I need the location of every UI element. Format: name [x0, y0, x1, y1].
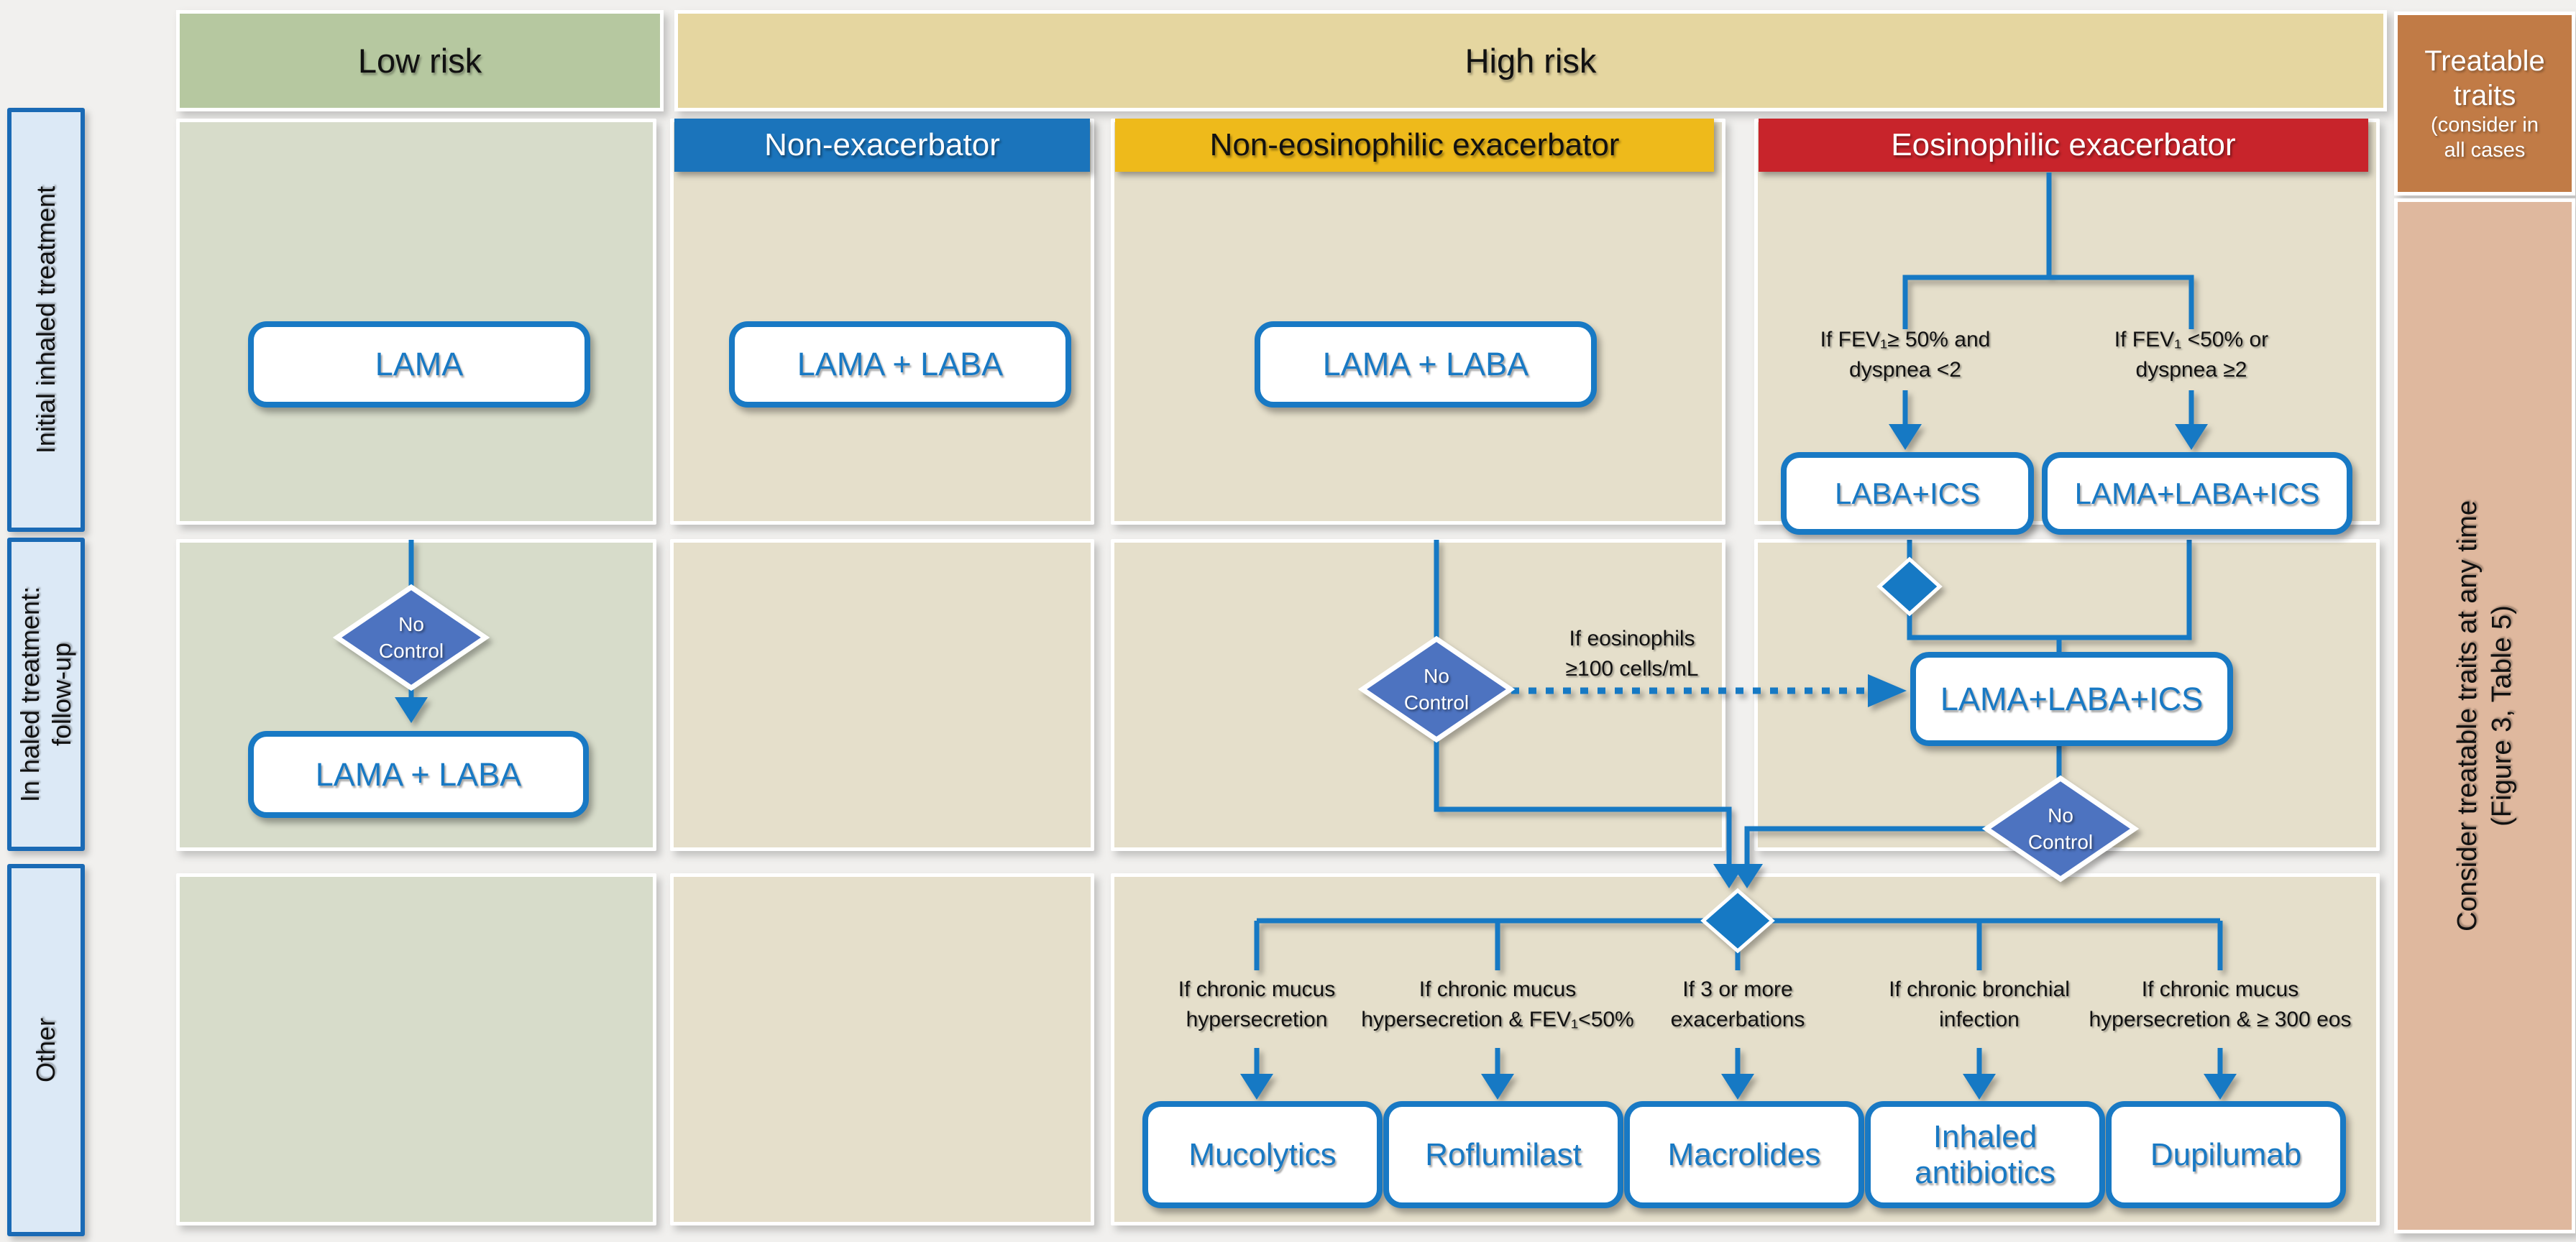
treatment-label: LAMA — [375, 346, 464, 382]
high-risk-header: High risk — [674, 10, 2387, 111]
condition-fev-lt50: If FEV₁ <50% or dyspnea ≥2 — [2114, 328, 2269, 382]
treatment-box-lama-laba-ics-followup: LAMA+LABA+ICS — [1910, 652, 2233, 746]
treatment-box-laba-ics: LABA+ICS — [1781, 452, 2034, 535]
treatment-box-inhaled-antibiotics: Inhaled antibiotics — [1865, 1101, 2105, 1208]
consider-treatable-traits-label: Consider treatable traits at any time (F… — [2452, 500, 2517, 932]
column-header-eosinophilic: Eosinophilic exacerbator — [1759, 119, 2368, 172]
row-label-initial-inhaled-treatment: Initial inhaled treatment — [7, 108, 85, 532]
condition-branch-mucolytics: If chronic mucus hypersecretion — [1178, 978, 1336, 1031]
treatment-label: LAMA + LABA — [315, 755, 522, 793]
row-label-inhaled-treatment-followup: In haled treatment: follow-up — [7, 538, 85, 851]
condition-eosinophils-100: If eosinophils ≥100 cells/mL — [1565, 627, 1699, 681]
row-label-other-text: Other — [31, 1017, 60, 1083]
condition-branch-macrolides: If 3 or more exacerbations — [1670, 978, 1805, 1031]
panel-other-non-exacerbator — [670, 873, 1094, 1225]
consider-treatable-traits-sidebar: Consider treatable traits at any time (F… — [2394, 198, 2575, 1233]
row-label-other: Other — [7, 864, 85, 1236]
treatment-box-dupilumab: Dupilumab — [2106, 1101, 2346, 1208]
treatment-box-lama: LAMA — [248, 321, 590, 408]
treatment-label: LAMA+LABA+ICS — [2074, 476, 2320, 510]
treatment-box-lama-laba-nonexacerbator: LAMA + LABA — [729, 321, 1071, 408]
row-label-followup-text: In haled treatment: follow-up — [15, 586, 76, 803]
panel-followup-non-exacerbator — [670, 539, 1094, 851]
treatment-label: Roflumilast — [1425, 1136, 1582, 1172]
treatment-label: Dupilumab — [2150, 1136, 2302, 1172]
low-risk-header-label: Low risk — [357, 42, 482, 80]
treatable-traits-box: Treatable traits (consider in all cases — [2394, 12, 2575, 196]
condition-fev-ge50: If FEV₁≥ 50% and dyspnea <2 — [1820, 328, 1991, 382]
treatment-label: LAMA+LABA+ICS — [1940, 680, 2204, 717]
column-header-non-eosinophilic-label: Non-eosinophilic exacerbator — [1209, 127, 1620, 162]
decision-no-control-lowrisk: No Control — [378, 613, 444, 662]
panel-other-low-risk — [176, 873, 656, 1225]
condition-branch-roflumilast: If chronic mucus hypersecretion & FEV₁<5… — [1361, 978, 1634, 1031]
treatment-label: Inhaled antibiotics — [1915, 1118, 2055, 1190]
row-label-initial-text: Initial inhaled treatment — [31, 185, 60, 454]
treatment-label: LAMA + LABA — [797, 346, 1004, 382]
column-header-non-exacerbator: Non-exacerbator — [674, 119, 1090, 172]
condition-branch-inhaled-antibiotics: If chronic bronchial infection — [1889, 978, 2070, 1031]
column-header-non-exacerbator-label: Non-exacerbator — [764, 127, 1000, 162]
column-header-non-eosinophilic: Non-eosinophilic exacerbator — [1115, 119, 1714, 172]
decision-no-control-eosinophilic: No Control — [2027, 804, 2094, 853]
condition-branch-dupilumab: If chronic mucus hypersecretion & ≥ 300 … — [2089, 978, 2352, 1031]
treatment-box-lama-laba-ics-initial: LAMA+LABA+ICS — [2042, 452, 2352, 535]
treatable-traits-subtitle: (consider in all cases — [2431, 114, 2539, 162]
treatment-label: Mucolytics — [1188, 1136, 1337, 1172]
low-risk-header: Low risk — [176, 10, 664, 111]
high-risk-header-label: High risk — [1465, 42, 1597, 80]
treatment-box-lama-laba-noneosinophilic: LAMA + LABA — [1255, 321, 1597, 408]
treatable-traits-title: Treatable traits — [2424, 45, 2545, 111]
decision-no-control-noneosinophilic: No Control — [1403, 665, 1470, 714]
treatment-box-roflumilast: Roflumilast — [1383, 1101, 1623, 1208]
treatment-box-lama-laba-followup: LAMA + LABA — [248, 731, 589, 818]
treatment-box-macrolides: Macrolides — [1624, 1101, 1864, 1208]
treatment-label: Macrolides — [1667, 1136, 1821, 1172]
treatment-box-mucolytics: Mucolytics — [1142, 1101, 1383, 1208]
column-header-eosinophilic-label: Eosinophilic exacerbator — [1891, 127, 2236, 162]
treatment-label: LABA+ICS — [1835, 476, 1980, 510]
treatment-label: LAMA + LABA — [1322, 346, 1529, 382]
